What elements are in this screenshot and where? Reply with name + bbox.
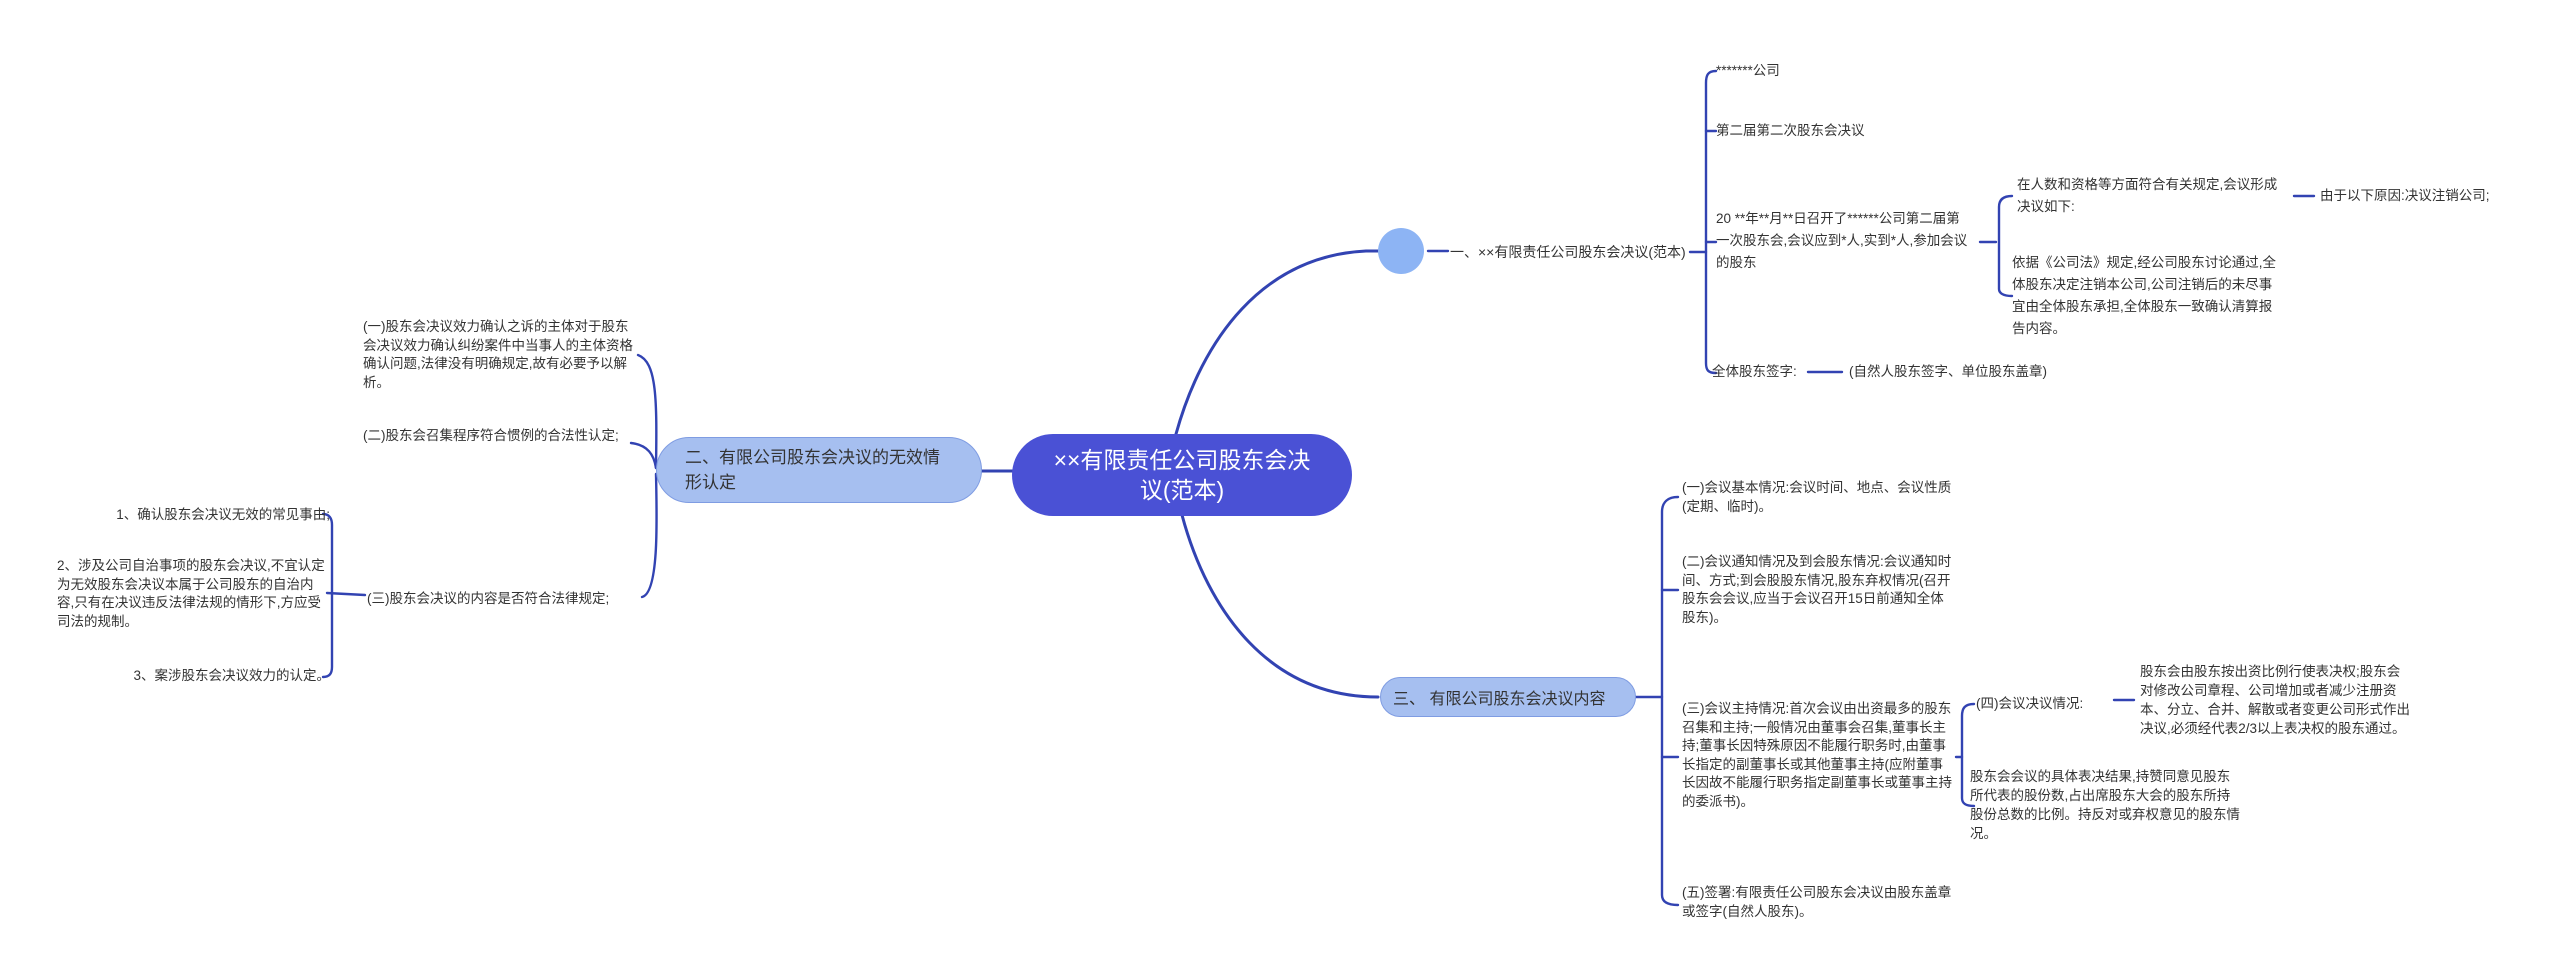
branch2-sub2-node[interactable]: 2、涉及公司自治事项的股东会决议,不宜认定为无效股东会决议本属于公司股东的自治内… [57,558,325,629]
branch3-item4-text2-node[interactable]: 股东会会议的具体表决结果,持赞同意见股东所代表的股份数,占出席股东大会的股东所持… [1970,769,2240,841]
branch3-item5-node[interactable]: (五)签署:有限责任公司股东会决议由股东盖章或签字(自然人股东)。 [1682,885,1952,919]
branch1-company-node[interactable]: *******公司 [1716,63,1780,78]
branch2-sub1-node[interactable]: 1、确认股东会决议无效的常见事由; [116,507,330,522]
branch1-topic[interactable]: 一、××有限责任公司股东会决议(范本) [1450,244,1686,260]
branch1-signature-note-node[interactable]: (自然人股东签字、单位股东盖章) [1849,364,2047,379]
branch1-meeting-node[interactable]: 20 **年**月**日召开了******公司第二届第一次股东会,会议应到*人,… [1716,211,1968,270]
central-topic[interactable]: ××有限责任公司股东会决议(范本) [1012,434,1352,516]
branch3-item3-node[interactable]: (三)会议主持情况:首次会议由出资最多的股东召集和主持;一般情况由董事会召集,董… [1682,701,1952,809]
branch2-topic[interactable]: 二、有限公司股东会决议的无效情形认定 [656,437,982,503]
edge-item1-branch2 [636,353,658,470]
branch1-signature-node[interactable]: 全体股东签字: [1712,364,1797,379]
branch3-item4-node[interactable]: (四)会议决议情况: [1976,696,2084,711]
branch3-item4-text1-node[interactable]: 股东会由股东按出资比例行使表决权;股东会对修改公司章程、公司增加或者减少注册资本… [2140,664,2410,736]
bracket-meeting [1997,194,2014,298]
tick-subitems-parent [325,591,367,597]
branch1-session-node[interactable]: 第二届第二次股东会决议 [1716,123,1865,138]
branch3-topic[interactable]: 三、 有限公司股东会决议内容 [1380,677,1636,717]
branch2-item1-node[interactable]: (一)股东会决议效力确认之诉的主体对于股东会决议效力确认纠纷案件中当事人的主体资… [363,319,633,390]
branch1-reason-node[interactable]: 由于以下原因:决议注销公司; [2320,188,2490,203]
edge-center-branch1 [1174,249,1382,436]
branch3-item2-node[interactable]: (二)会议通知情况及到会股东情况:会议通知时间、方式;到会股股东情况,股东弃权情… [1682,554,1952,625]
edge-center-branch3 [1180,513,1380,699]
branch2-item2-node[interactable]: (二)股东会召集程序符合惯例的合法性认定; [363,428,619,443]
branch3-item1-node[interactable]: (一)会议基本情况:会议时间、地点、会议性质(定期、临时)。 [1682,480,1952,514]
edge-item3-branch2 [640,472,658,599]
edge-item2-branch2 [629,441,658,470]
branch1-rules-node[interactable]: 在人数和资格等方面符合有关规定,会议形成决议如下: [2017,177,2278,214]
branch1-basis-node[interactable]: 依据《公司法》规定,经公司股东讨论通过,全体股东决定注销本公司,公司注销后的未尽… [2012,255,2277,336]
branch2-sub3-node[interactable]: 3、案涉股东会决议效力的认定。 [133,668,330,683]
branch1-circle-marker[interactable] [1378,228,1424,274]
bracket-branch1 [1704,69,1718,375]
bracket-branch3 [1660,495,1680,907]
branch2-item3-node[interactable]: (三)股东会决议的内容是否符合法律规定; [367,591,610,606]
